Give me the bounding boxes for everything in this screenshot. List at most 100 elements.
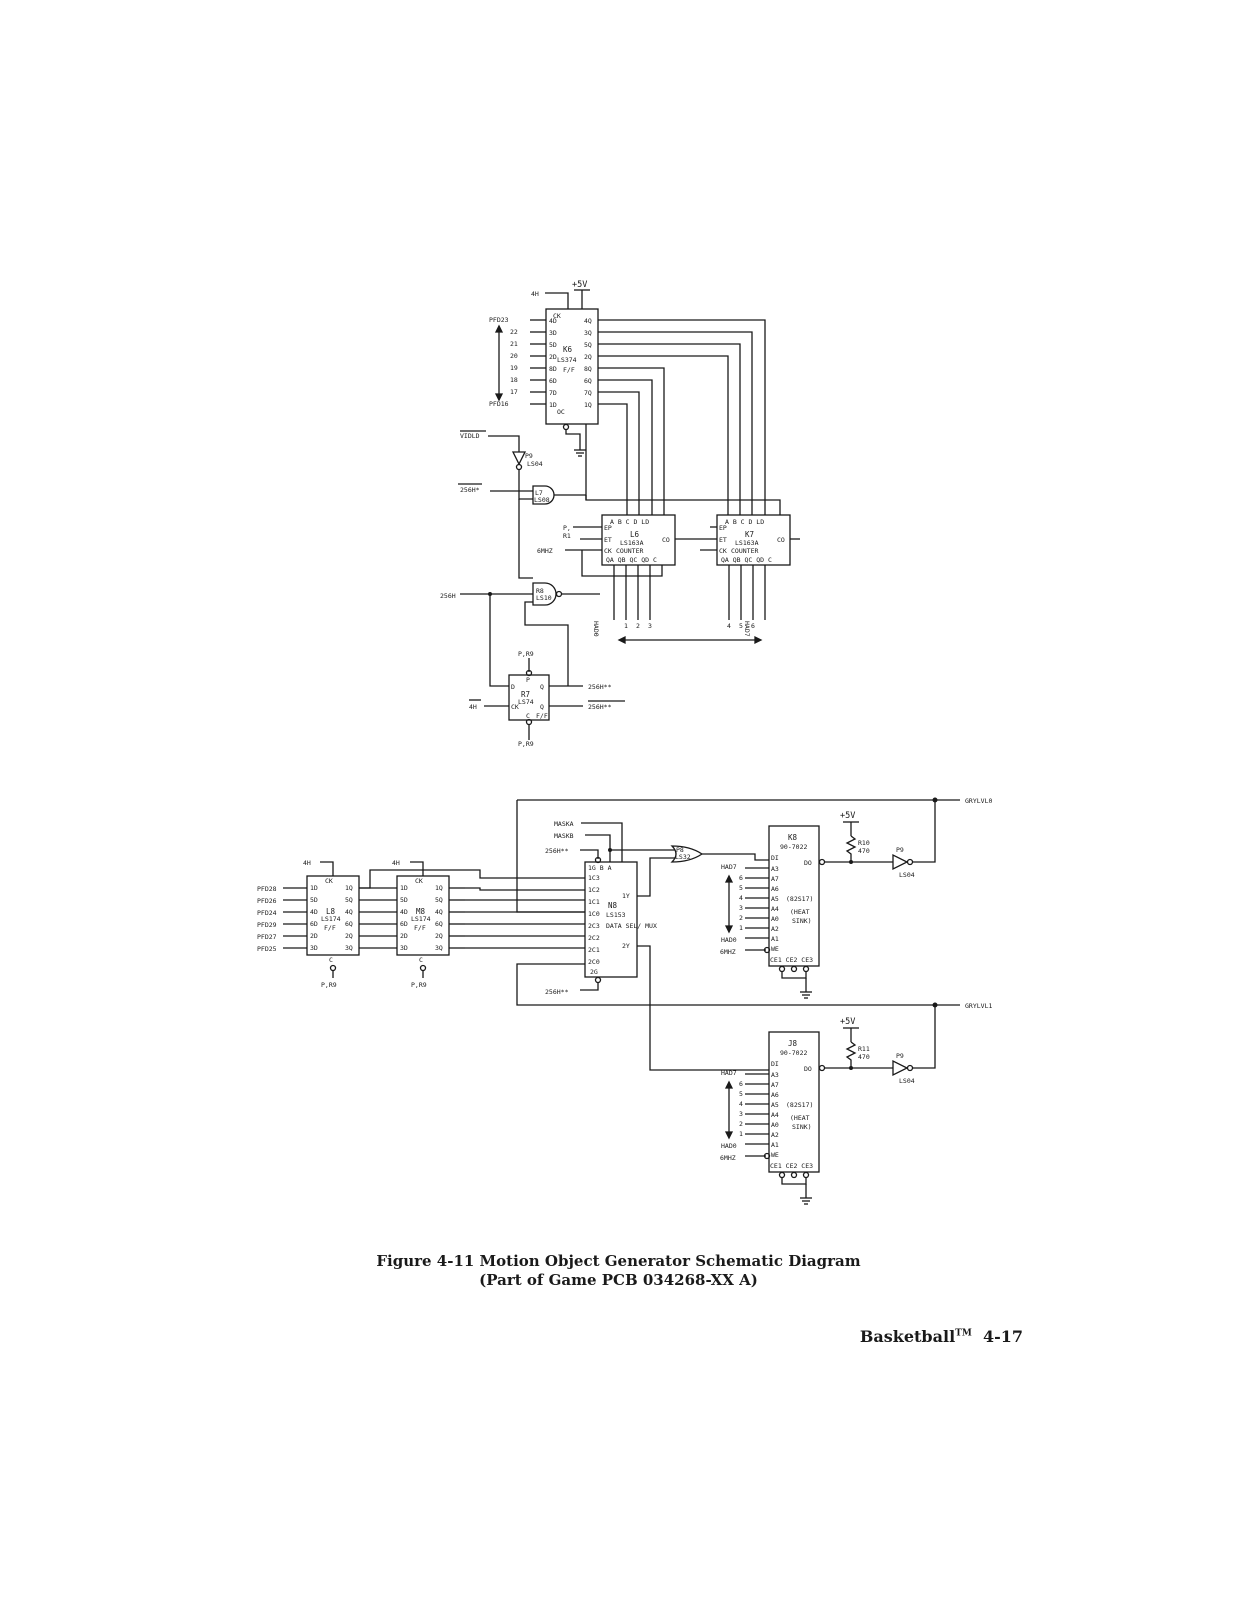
svg-text:A7: A7 xyxy=(771,875,779,883)
svg-text:R8: R8 xyxy=(536,587,544,595)
svg-text:F/F: F/F xyxy=(324,924,336,932)
svg-text:3D: 3D xyxy=(549,329,557,337)
svg-text:P9: P9 xyxy=(896,846,904,854)
chip-r8: 256H R8 LS10 xyxy=(440,582,600,687)
svg-text:CK: CK xyxy=(719,547,727,555)
svg-text:1: 1 xyxy=(739,1130,743,1138)
svg-text:LS04: LS04 xyxy=(899,871,915,879)
svg-text:R11: R11 xyxy=(858,1045,870,1053)
svg-text:+5V: +5V xyxy=(840,811,855,821)
svg-text:CE1 CE2 CE3: CE1 CE2 CE3 xyxy=(770,1162,813,1170)
chip-r7: D Q Q CK P C R7 LS74 F/F P,R9 P,R9 4H 25… xyxy=(469,650,625,748)
svg-text:18: 18 xyxy=(510,376,518,384)
svg-text:(82S17): (82S17) xyxy=(786,895,813,903)
svg-text:HAD7: HAD7 xyxy=(743,621,751,637)
svg-text:470: 470 xyxy=(858,1053,870,1061)
svg-text:PFD27: PFD27 xyxy=(257,933,277,941)
svg-text:2G: 2G xyxy=(590,968,598,976)
svg-text:7Q: 7Q xyxy=(584,389,592,397)
svg-text:1: 1 xyxy=(624,622,628,630)
schematic-diagram: CK K6 LS374 F/F OC 4D 3D 5D 2D 8D 6D 7D … xyxy=(257,280,992,1205)
svg-text:5D: 5D xyxy=(310,896,318,904)
svg-text:1Q: 1Q xyxy=(345,884,353,892)
svg-text:PFD25: PFD25 xyxy=(257,945,277,953)
chip-j8: J8 90-7022 DI DO A3 A7 A6 A5 A4 A0 A2 A1… xyxy=(720,1031,893,1205)
svg-text:QA QB QC QD C: QA QB QC QD C xyxy=(606,556,657,564)
svg-text:3: 3 xyxy=(648,622,652,630)
svg-text:6Q: 6Q xyxy=(584,377,592,385)
svg-text:GRYLVL1: GRYLVL1 xyxy=(965,1002,992,1010)
svg-text:1D: 1D xyxy=(549,401,557,409)
svg-text:470: 470 xyxy=(858,847,870,855)
svg-text:COUNTER: COUNTER xyxy=(616,547,643,555)
svg-text:6Q: 6Q xyxy=(345,920,353,928)
svg-text:PFD24: PFD24 xyxy=(257,909,277,917)
svg-text:256H**: 256H** xyxy=(588,683,612,691)
svg-text:R10: R10 xyxy=(858,839,870,847)
svg-text:5: 5 xyxy=(739,1090,743,1098)
svg-text:WE: WE xyxy=(771,945,779,953)
svg-text:256H**: 256H** xyxy=(545,988,569,996)
resistor-r11: +5V R11 470 xyxy=(840,1017,870,1068)
svg-text:EP: EP xyxy=(719,524,727,532)
chip-p9a: VIDLD P9 LS04 xyxy=(460,430,543,492)
figure-subcaption: (Part of Game PCB 034268-XX A) xyxy=(479,1271,758,1289)
svg-text:A B C D LD: A B C D LD xyxy=(610,518,649,526)
svg-text:3Q: 3Q xyxy=(345,944,353,952)
svg-text:2: 2 xyxy=(636,622,640,630)
svg-text:HAD0: HAD0 xyxy=(721,936,737,944)
svg-text:P,: P, xyxy=(563,524,571,532)
svg-text:P,R9: P,R9 xyxy=(321,981,337,989)
svg-text:C: C xyxy=(329,956,333,964)
page-number: 4-17 xyxy=(982,1327,1023,1346)
svg-text:256H*: 256H* xyxy=(460,486,480,494)
svg-text:LS04: LS04 xyxy=(899,1077,915,1085)
chip-l8: CK 1D 5D 4D 6D 2D 3D 1Q 5Q 4Q 6Q 2Q 3Q L… xyxy=(257,859,397,989)
svg-text:VIDLD: VIDLD xyxy=(460,432,480,440)
had-bus-labels: HAD0 1 2 3 4 5 6 HAD7 xyxy=(592,621,763,645)
svg-text:A6: A6 xyxy=(771,1091,779,1099)
svg-text:4H: 4H xyxy=(392,859,400,867)
svg-text:P9: P9 xyxy=(525,452,533,460)
svg-text:6MHZ: 6MHZ xyxy=(720,1154,736,1162)
svg-text:ET: ET xyxy=(604,536,612,544)
svg-text:N8: N8 xyxy=(608,901,618,910)
chip-n8: 1G B A 1C3 1C2 1C1 1C0 2C3 2C2 2C1 2C0 2… xyxy=(516,800,935,1071)
svg-text:P,R9: P,R9 xyxy=(518,740,534,748)
svg-text:PFD28: PFD28 xyxy=(257,885,277,893)
svg-text:CE1 CE2 CE3: CE1 CE2 CE3 xyxy=(770,956,813,964)
svg-text:SINK): SINK) xyxy=(792,1123,812,1131)
svg-text:CO: CO xyxy=(662,536,670,544)
svg-text:4D: 4D xyxy=(400,908,408,916)
svg-text:256H**: 256H** xyxy=(588,703,612,711)
svg-text:5D: 5D xyxy=(400,896,408,904)
svg-text:4D: 4D xyxy=(310,908,318,916)
svg-text:WE: WE xyxy=(771,1151,779,1159)
svg-text:6D: 6D xyxy=(310,920,318,928)
svg-text:A0: A0 xyxy=(771,915,779,923)
svg-text:1C0: 1C0 xyxy=(588,910,600,918)
svg-text:LS32: LS32 xyxy=(675,853,691,861)
svg-text:6D: 6D xyxy=(549,377,557,385)
svg-text:MASKB: MASKB xyxy=(554,832,574,840)
svg-text:LS10: LS10 xyxy=(536,594,552,602)
svg-text:4: 4 xyxy=(739,894,743,902)
svg-text:3D: 3D xyxy=(400,944,408,952)
svg-text:A3: A3 xyxy=(771,865,779,873)
svg-text:CK: CK xyxy=(511,703,519,711)
svg-text:PFD16: PFD16 xyxy=(489,400,509,408)
svg-text:QA QB QC QD C: QA QB QC QD C xyxy=(721,556,772,564)
svg-text:ET: ET xyxy=(719,536,727,544)
svg-text:Q: Q xyxy=(540,683,544,691)
svg-text:5: 5 xyxy=(739,884,743,892)
svg-text:CK: CK xyxy=(553,312,561,320)
svg-text:CO: CO xyxy=(777,536,785,544)
svg-text:LS374: LS374 xyxy=(557,356,577,364)
chip-l6: A B C D LD EP ET CK CO L6 LS163A COUNTER… xyxy=(537,514,710,620)
svg-text:3: 3 xyxy=(739,1110,743,1118)
svg-text:20: 20 xyxy=(510,352,518,360)
svg-text:2C1: 2C1 xyxy=(588,946,600,954)
chip-l7: 256H* L7 LS08 xyxy=(458,483,781,579)
svg-text:1: 1 xyxy=(739,924,743,932)
svg-text:1Q: 1Q xyxy=(584,401,592,409)
